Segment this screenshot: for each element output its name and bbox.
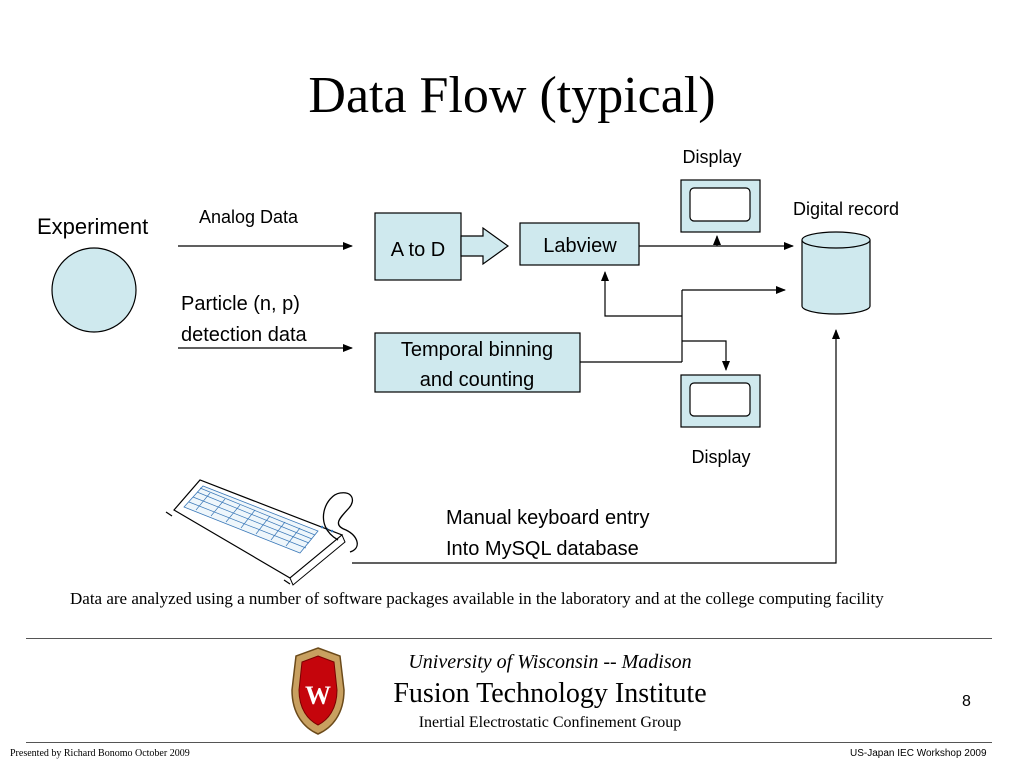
display-top-label: Display	[682, 147, 741, 167]
digital-record-cylinder	[801, 231, 871, 315]
manual-entry-line2: Into MySQL database	[446, 538, 639, 560]
slide-caption: Data are analyzed using a number of soft…	[70, 589, 884, 608]
temporal-label-line1: Temporal binning	[401, 339, 553, 361]
a-to-d-label: A to D	[391, 239, 445, 261]
university-name: University of Wisconsin -- Madison	[408, 651, 692, 673]
manual-entry-line1: Manual keyboard entry	[446, 507, 649, 529]
labview-label: Labview	[543, 235, 617, 257]
display-bottom-screen	[689, 382, 751, 417]
group-name: Inertial Electrostatic Confinement Group	[418, 714, 682, 731]
a-to-d-block-arrow	[460, 226, 510, 266]
display-bottom-label: Display	[691, 447, 750, 467]
footer-bottom-rule	[26, 742, 992, 743]
experiment-circle	[51, 247, 137, 333]
uw-crest-logo: W	[291, 647, 345, 735]
keyboard-to-record-arrow	[352, 329, 840, 564]
digital-record-label: Digital record	[793, 199, 899, 219]
footer-top-rule	[26, 638, 992, 639]
particle-label-line1: Particle (n, p)	[181, 293, 300, 315]
a-to-d-box	[374, 212, 462, 281]
analog-data-label: Analog Data	[199, 207, 299, 227]
labview-box	[519, 222, 640, 266]
temporal-label-line2: and counting	[420, 369, 535, 391]
particle-label-line2: detection data	[181, 324, 308, 346]
slide-title: Data Flow (typical)	[308, 67, 716, 124]
workshop-name: US-Japan IEC Workshop 2009	[850, 748, 987, 759]
display-top-screen	[689, 187, 751, 222]
bus-to-display-bottom-arrow	[682, 340, 730, 371]
svg-text:W: W	[305, 681, 331, 710]
presented-by: Presented by Richard Bonomo October 2009	[10, 748, 190, 759]
experiment-label: Experiment	[37, 214, 148, 239]
page-number: 8	[962, 693, 971, 710]
bus-to-labview-arrow	[601, 271, 682, 317]
institute-name: Fusion Technology Institute	[393, 678, 707, 709]
keyboard-icon	[165, 479, 358, 586]
